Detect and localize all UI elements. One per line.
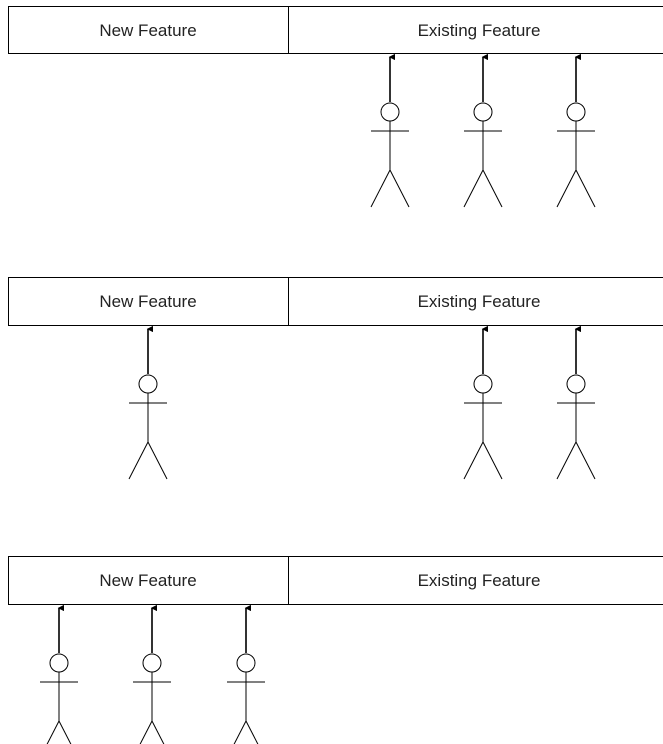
user-figure bbox=[133, 604, 171, 744]
user-leg-left bbox=[370, 169, 391, 208]
stage-3: New Feature Existing Feature bbox=[8, 556, 663, 744]
user-leg-left bbox=[556, 169, 577, 208]
user-head bbox=[380, 102, 400, 122]
new-feature-label: New Feature bbox=[99, 571, 196, 590]
user-leg-left bbox=[233, 720, 247, 744]
existing-feature-label: Existing Feature bbox=[418, 21, 541, 40]
user-leg-right bbox=[245, 720, 259, 744]
stage-1: New Feature Existing Feature bbox=[8, 6, 663, 208]
new-feature-label: New Feature bbox=[99, 292, 196, 311]
user-leg-left bbox=[463, 441, 484, 480]
user-figure bbox=[128, 325, 168, 480]
user-leg-left bbox=[46, 720, 60, 744]
stage-2: New Feature Existing Feature bbox=[8, 277, 663, 480]
user-leg-right bbox=[389, 169, 410, 208]
existing-feature-label: Existing Feature bbox=[418, 571, 541, 590]
user-head bbox=[566, 374, 586, 394]
stage-3-users bbox=[40, 604, 265, 744]
user-head bbox=[49, 653, 69, 673]
user-leg-left bbox=[139, 720, 153, 744]
stage-1-users bbox=[370, 53, 596, 208]
user-leg-right bbox=[575, 169, 596, 208]
user-head bbox=[236, 653, 256, 673]
user-figure bbox=[556, 53, 596, 208]
user-leg-left bbox=[556, 441, 577, 480]
user-head bbox=[566, 102, 586, 122]
user-leg-left bbox=[128, 441, 149, 480]
user-figure bbox=[463, 53, 503, 208]
user-leg-right bbox=[482, 441, 503, 480]
new-feature-box bbox=[8, 6, 289, 54]
user-leg-right bbox=[147, 441, 168, 480]
user-figure bbox=[40, 604, 78, 744]
existing-feature-box bbox=[288, 556, 663, 605]
user-head bbox=[473, 374, 493, 394]
user-figure bbox=[370, 53, 410, 208]
new-feature-label: New Feature bbox=[99, 21, 196, 40]
new-feature-box bbox=[8, 277, 289, 326]
user-figure bbox=[556, 325, 596, 480]
user-figure bbox=[227, 604, 265, 744]
existing-feature-box bbox=[288, 6, 663, 54]
stage-2-users bbox=[128, 325, 596, 480]
user-leg-right bbox=[575, 441, 596, 480]
user-figure bbox=[463, 325, 503, 480]
new-feature-box bbox=[8, 556, 289, 605]
user-leg-right bbox=[58, 720, 72, 744]
user-head bbox=[142, 653, 162, 673]
user-head bbox=[138, 374, 158, 394]
user-leg-right bbox=[482, 169, 503, 208]
user-leg-right bbox=[151, 720, 165, 744]
existing-feature-label: Existing Feature bbox=[418, 292, 541, 311]
existing-feature-box bbox=[288, 277, 663, 326]
user-leg-left bbox=[463, 169, 484, 208]
user-head bbox=[473, 102, 493, 122]
